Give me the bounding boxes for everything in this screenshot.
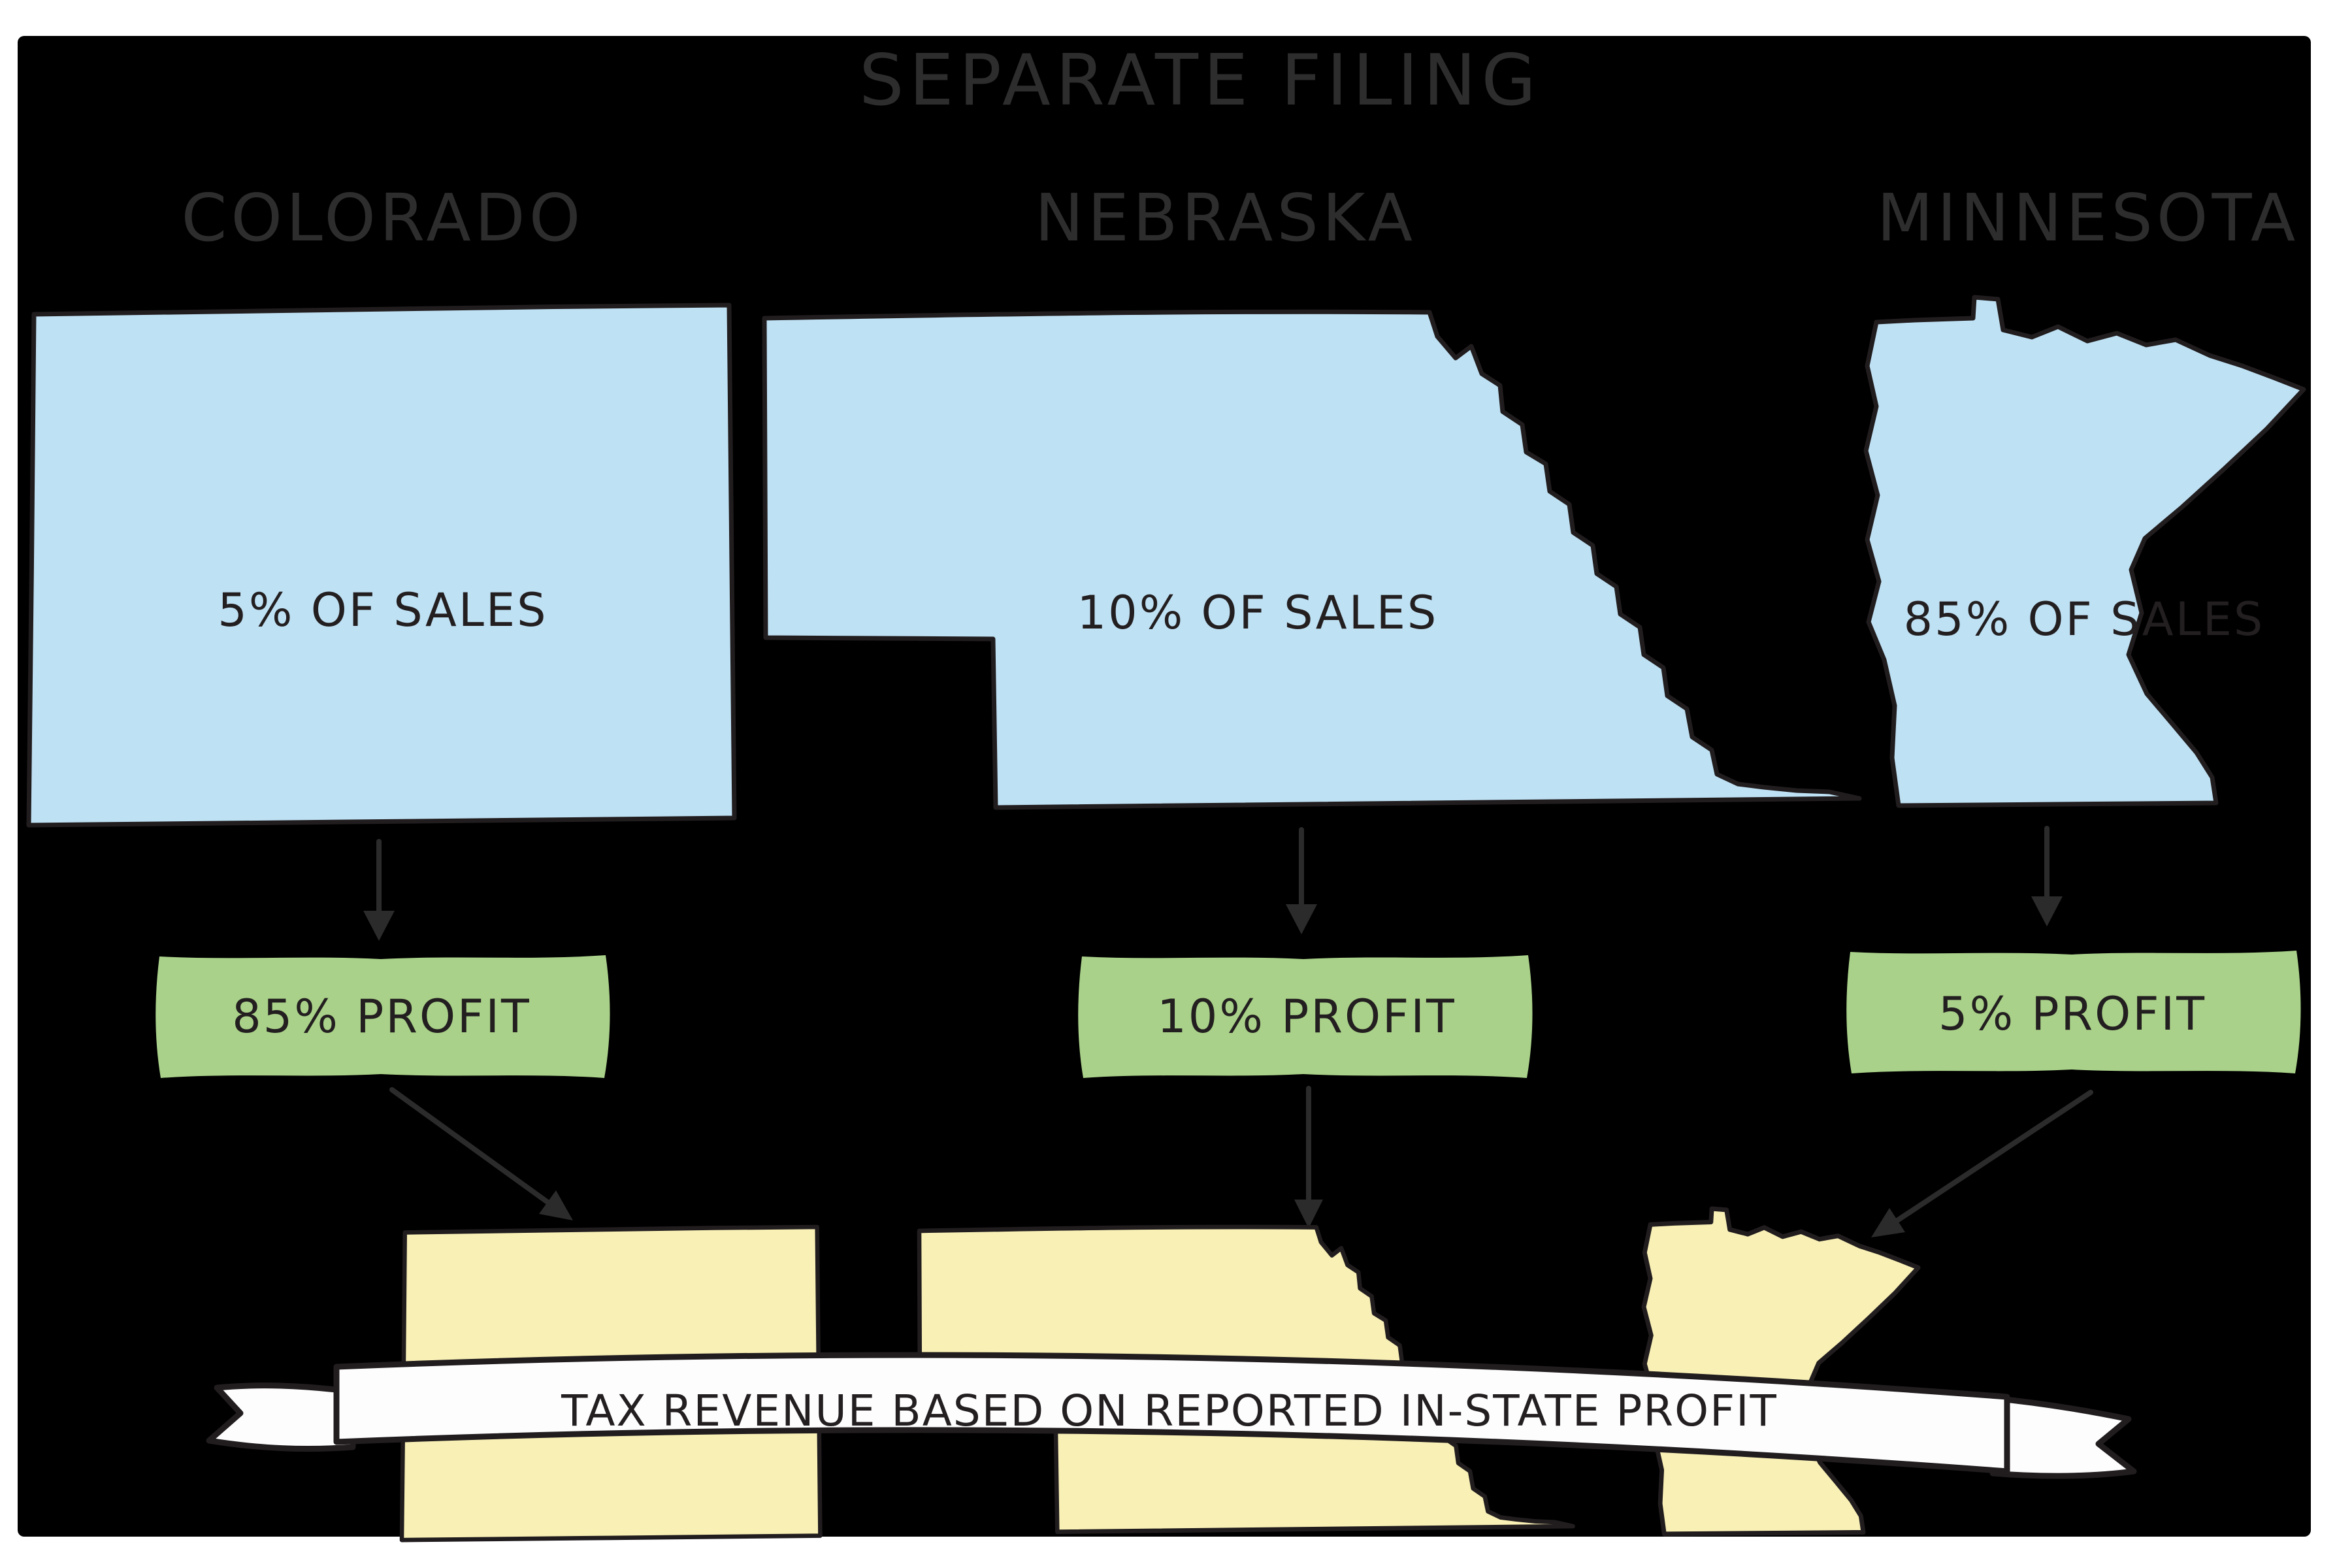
ribbon-caption: TAX REVENUE BASED ON REPORTED IN-STATE P… bbox=[561, 1386, 1778, 1436]
arrow-nebraska-profit-to-revenue-icon bbox=[1294, 1086, 1323, 1228]
ribbon-right-tail bbox=[1989, 1395, 2137, 1479]
nebraska-sales-label: 10% OF SALES bbox=[1077, 586, 1439, 640]
nebraska-profit-label: 10% PROFIT bbox=[1157, 990, 1456, 1043]
colorado-heading: COLORADO bbox=[182, 180, 585, 256]
minnesota-heading: MINNESOTA bbox=[1877, 180, 2299, 256]
arrow-minnesota-to-profit-icon bbox=[2031, 826, 2063, 926]
minnesota-profit-label: 5% PROFIT bbox=[1938, 987, 2206, 1041]
ribbon-left-tail bbox=[206, 1382, 356, 1452]
colorado-sales-map bbox=[29, 305, 734, 825]
page-title: SEPARATE FILING bbox=[859, 40, 1541, 122]
arrow-colorado-profit-to-revenue-icon bbox=[389, 1087, 573, 1220]
colorado-profit-label: 85% PROFIT bbox=[232, 990, 531, 1043]
colorado-sales-label: 5% OF SALES bbox=[218, 583, 547, 637]
nebraska-heading: NEBRASKA bbox=[1035, 180, 1416, 256]
minnesota-sales-label: 85% OF SALES bbox=[1904, 593, 2265, 646]
arrow-minnesota-profit-to-revenue-icon bbox=[1871, 1090, 2093, 1237]
arrow-nebraska-to-profit-icon bbox=[1286, 827, 1317, 934]
ribbon-banner bbox=[333, 1352, 2010, 1475]
arrow-colorado-to-profit-icon bbox=[363, 839, 395, 941]
